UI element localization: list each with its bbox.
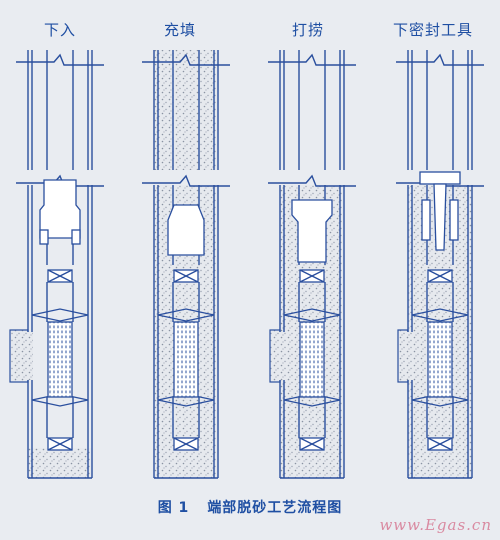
panel-pack	[142, 50, 230, 479]
sand-screen	[299, 321, 325, 398]
seal-element-left	[421, 199, 431, 241]
break-symbol	[396, 53, 484, 66]
break-symbol	[16, 174, 104, 187]
sand-screen	[427, 321, 453, 398]
plug-cross	[173, 437, 199, 451]
panel-label-run-in: 下入	[43, 21, 76, 39]
plug-cross	[47, 437, 73, 451]
break-symbol	[268, 174, 356, 187]
panel-run-in	[9, 50, 104, 479]
panel-label-fish: 打捞	[291, 21, 324, 39]
break-symbol	[142, 53, 230, 66]
sand-fill	[154, 50, 218, 170]
watermark: www.Egas.cn	[379, 516, 492, 534]
tool-slip-right	[71, 229, 81, 245]
centralizer	[31, 308, 89, 322]
fish-head	[167, 204, 205, 256]
formation-zone	[397, 329, 409, 383]
sand-screen	[173, 321, 199, 398]
centralizer	[157, 308, 215, 322]
centralizer	[283, 308, 341, 322]
panel-label-pack: 充填	[163, 21, 196, 39]
packer-cross	[173, 269, 199, 283]
break-symbol	[142, 174, 230, 187]
formation-zone	[9, 329, 29, 383]
break-symbol	[16, 53, 104, 66]
break-symbol	[268, 53, 356, 66]
packer-cross	[47, 269, 73, 283]
packer-cross	[427, 269, 453, 283]
plug-cross	[427, 437, 453, 451]
sand-screen	[47, 321, 73, 398]
crossover-tool	[39, 179, 81, 239]
formation-zone	[269, 329, 281, 383]
seal-tool-stinger	[433, 183, 447, 251]
plug-cross	[299, 437, 325, 451]
panel-run-seal-tool	[396, 50, 484, 479]
seal-element-right	[449, 199, 459, 241]
centralizer	[411, 308, 469, 322]
packer-cross	[299, 269, 325, 283]
seal-tool-head	[419, 171, 461, 185]
perforation-window	[407, 332, 413, 380]
figure-number: 图 1	[157, 500, 190, 516]
figure-caption: 图 1 端部脱砂工艺流程图	[0, 497, 500, 517]
overshot-tool	[291, 199, 333, 263]
panel-label-run-seal-tool: 下密封工具	[392, 21, 473, 39]
tool-slip-left	[39, 229, 49, 245]
perforation-window	[27, 332, 33, 380]
panel-fish	[268, 50, 356, 479]
figure-title: 端部脱砂工艺流程图	[207, 500, 343, 516]
perforation-window	[279, 332, 285, 380]
sand-fill	[28, 448, 92, 478]
